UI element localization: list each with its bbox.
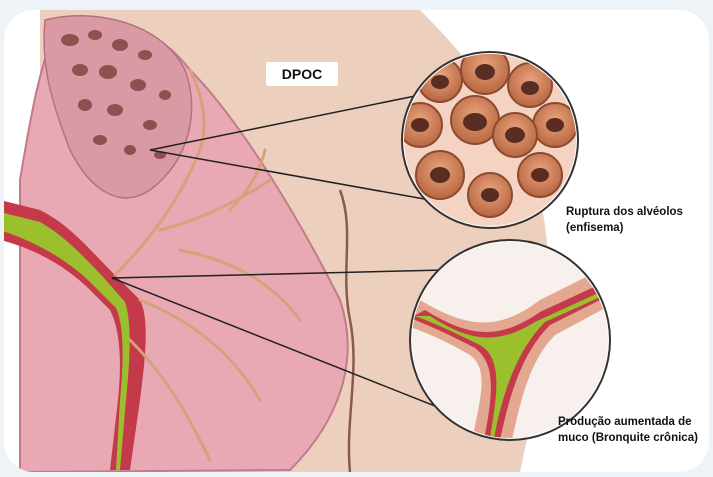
bronchitis-label-line1: Produção aumentada de [558,414,698,430]
emphysema-label-line2: (enfisema) [566,220,683,236]
emphysema-label: Ruptura dos alvéolos (enfisema) [566,204,683,236]
bronchitis-label-line2: muco (Bronquite crônica) [558,430,698,446]
diagram-title: DPOC [266,62,338,86]
bronchitis-label: Produção aumentada de muco (Bronquite cr… [558,414,698,446]
emphysema-label-line1: Ruptura dos alvéolos [566,204,683,220]
